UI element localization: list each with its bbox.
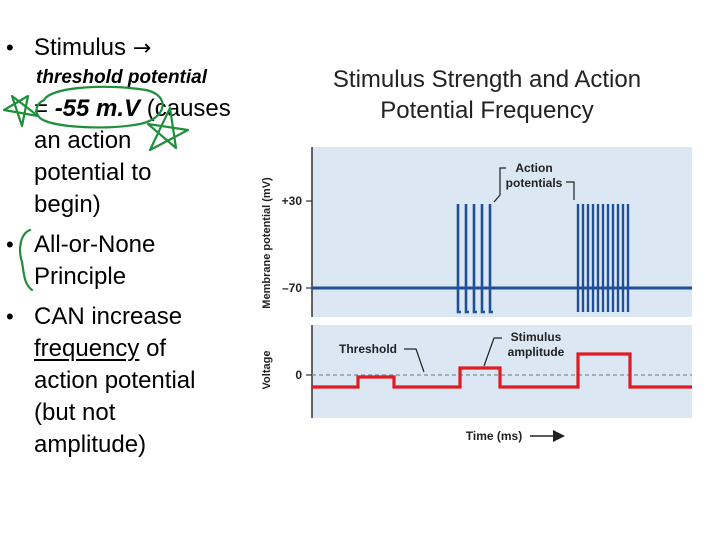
bullet-text: Stimulus <box>34 34 127 61</box>
figure-title-line: Stimulus Strength and Action <box>332 66 642 93</box>
tick-label-zero: 0 <box>295 368 302 382</box>
action-potential-spikes-high <box>576 204 630 312</box>
membrane-panel <box>312 147 692 317</box>
bullet-text: an action <box>34 127 132 154</box>
circle-annotation <box>35 85 164 129</box>
spike <box>488 204 493 314</box>
bullet-stimulus: Stimulus → <box>34 32 151 65</box>
figure-title: Stimulus Strength and Action Potential F… <box>282 64 692 126</box>
threshold-label: Threshold <box>339 342 397 356</box>
action-potentials-label: potentials <box>506 176 563 190</box>
threshold-value: -55 m.V <box>54 95 141 122</box>
figure-title-line: Potential Frequency <box>380 97 594 124</box>
stimulus-amplitude-label: amplitude <box>508 345 565 359</box>
threshold-potential-label: threshold potential <box>36 67 207 88</box>
bullet-text: begin) <box>34 191 101 218</box>
spike <box>464 204 469 314</box>
action-potential-spikes-low <box>456 204 493 314</box>
voltage-panel <box>312 325 692 418</box>
spike <box>472 204 477 314</box>
callout-line <box>404 348 425 373</box>
bullet-text: of <box>146 335 167 362</box>
bullet-text: action potential <box>34 367 196 394</box>
voltage-ylabel: Voltage <box>261 351 273 390</box>
stimulus-amplitude-label: Stimulus <box>511 330 562 344</box>
bullet-text: potential to <box>34 159 152 186</box>
bullet-text: (but not <box>34 399 116 426</box>
callout-line <box>483 337 502 367</box>
frequency-line: frequency of <box>34 333 166 365</box>
bullet-marker: • <box>6 304 14 329</box>
star-icon <box>2 94 40 128</box>
arrow-right-icon: → <box>132 36 152 61</box>
bullet-all-or-none: All-or-None <box>34 231 156 258</box>
tick-label-plus30: +30 <box>282 194 303 208</box>
bullet-marker: • <box>6 35 14 60</box>
spike <box>456 204 461 314</box>
tick-label-minus70: –70 <box>282 281 302 295</box>
bullet-list: • Stimulus → threshold potential = -55 m… <box>0 0 260 540</box>
frequency-word: frequency <box>34 335 140 362</box>
handwritten-annotations <box>2 85 190 292</box>
threshold-value-line: = -55 m.V (causes <box>34 93 231 125</box>
bullet-text: amplitude) <box>34 431 147 458</box>
callout-line <box>566 181 575 200</box>
membrane-ylabel: Membrane potential (mV) <box>261 177 273 309</box>
stimulus-trace <box>312 352 692 389</box>
spike <box>480 204 485 314</box>
callout-line <box>493 167 506 203</box>
star-icon <box>146 106 190 152</box>
bullet-can-increase: CAN increase <box>34 303 183 330</box>
bullet-text: Principle <box>34 263 127 290</box>
time-xlabel: Time (ms) <box>466 429 522 443</box>
bullet-marker: • <box>6 232 14 257</box>
action-potentials-label: Action <box>515 161 552 175</box>
bracket-annotation <box>19 228 34 292</box>
